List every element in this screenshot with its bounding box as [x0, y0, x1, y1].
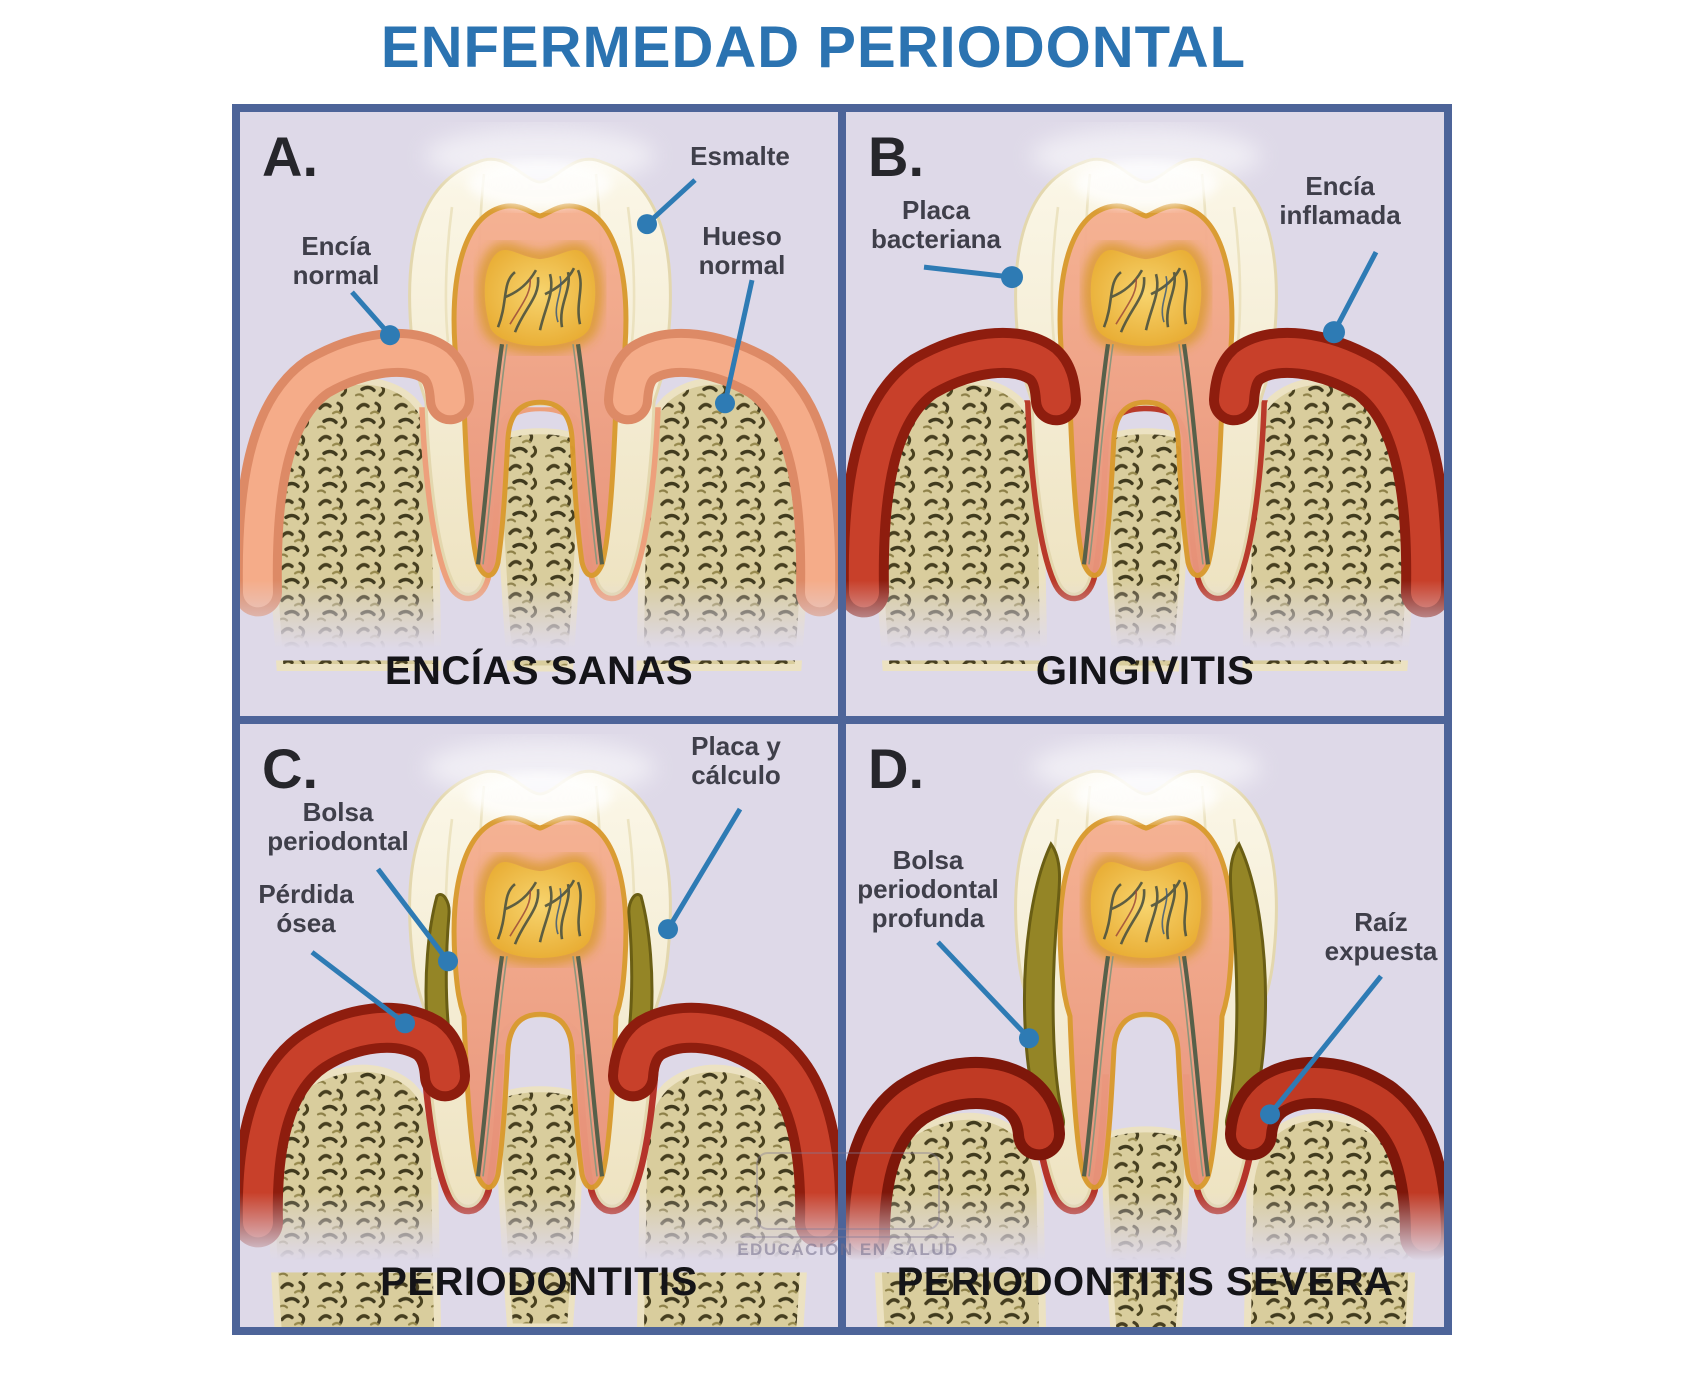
panel-letter-a: A.: [262, 125, 318, 188]
caption-gingivitis: GINGIVITIS: [1035, 648, 1255, 693]
bottom-fade: [846, 1191, 1444, 1272]
label-bolsa-periodontal-profunda: Bolsa periodontal profunda: [857, 844, 999, 933]
panel-d-severe-periodontitis: D. Bolsa periodontal profunda Raíz expue…: [846, 723, 1444, 1328]
panel-letter-d: D.: [868, 736, 924, 800]
page-title: ENFERMEDAD PERIODONTAL: [380, 15, 1247, 80]
caption-periodontitis-severa: PERIODONTITIS SEVERA: [896, 1260, 1394, 1304]
panel-b-gingivitis: B. Placa bacteriana Encía inflamada GING…: [846, 112, 1444, 716]
illustration-healthy-tooth: [240, 112, 838, 716]
leader-lines: [936, 939, 1383, 1124]
label-perdida-osea: Pérdida ósea: [258, 878, 354, 938]
panel-c-periodontitis: C. Bolsa periodontal Pérdida ósea Placa …: [240, 723, 838, 1328]
illustration-periodontitis: [240, 724, 838, 1328]
label-encia-normal: Encía normal: [292, 231, 380, 291]
bottom-fade: [240, 580, 838, 661]
label-bolsa-periodontal: Bolsa periodontal: [267, 796, 409, 856]
label-esmalte: Esmalte: [690, 141, 790, 171]
illustration-severe-periodontitis: [846, 724, 1444, 1328]
panel-a-healthy-gums: A. Encía normal Esmalte Hueso normal ENC…: [240, 112, 838, 716]
bottom-fade: [240, 1191, 838, 1272]
label-placa-y-calculo: Placa y cálculo: [691, 730, 781, 790]
four-stage-grid: A. Encía normal Esmalte Hueso normal ENC…: [232, 104, 1452, 1335]
caption-periodontitis: PERIODONTITIS: [380, 1260, 698, 1304]
bottom-fade: [846, 580, 1444, 661]
caption-encias-sanas: ENCÍAS SANAS: [384, 648, 694, 693]
label-hueso-normal: Hueso normal: [698, 221, 786, 281]
label-encia-inflamada: Encía inflamada: [1279, 171, 1401, 231]
label-placa-bacteriana: Placa bacteriana: [870, 195, 1002, 255]
leader-lines: [310, 807, 743, 1033]
label-raiz-expuesta: Raíz expuesta: [1324, 906, 1438, 966]
illustration-gingivitis: [846, 112, 1444, 716]
panel-letter-c: C.: [262, 736, 318, 800]
panel-letter-b: B.: [868, 125, 924, 188]
leader-lines: [923, 250, 1379, 344]
leader-lines: [350, 178, 755, 414]
